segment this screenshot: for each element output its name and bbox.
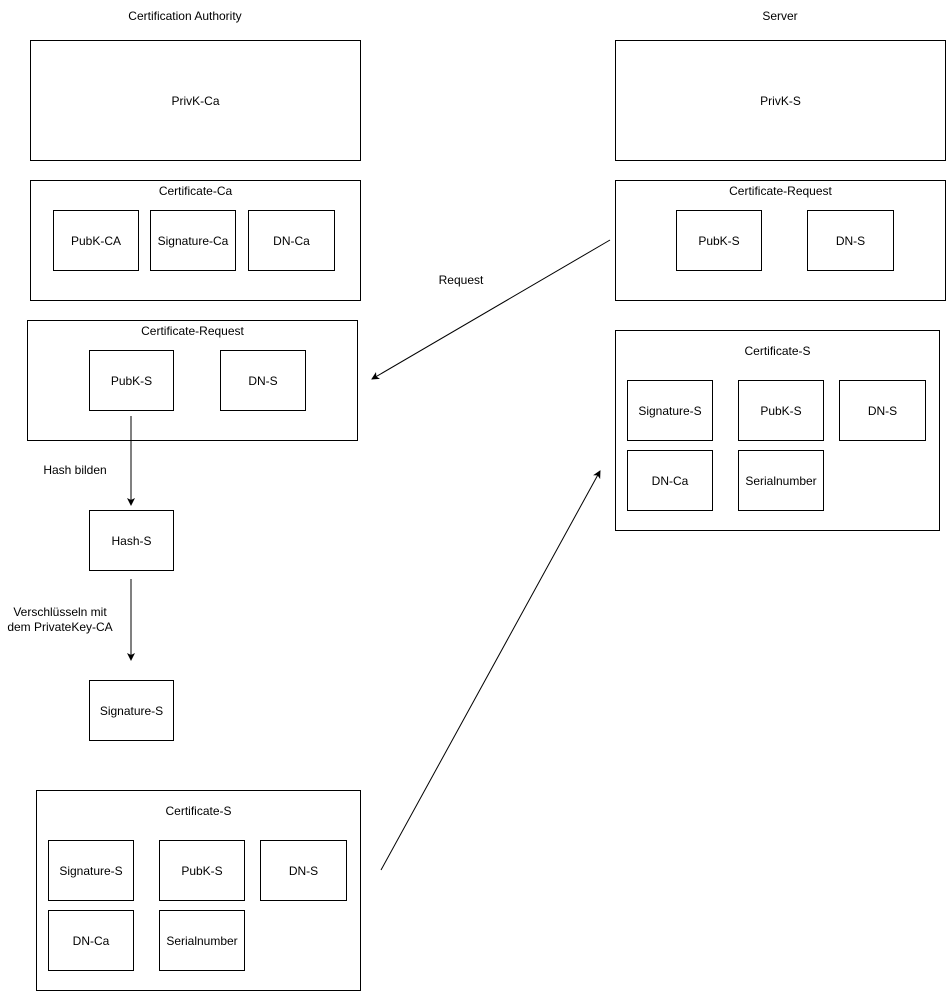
encrypt-step-label-line2: dem PrivateKey-CA [7,620,113,634]
server-certificate-request-box: Certificate-Request PubK-S DN-S [615,180,946,301]
server-request-pubk-box: PubK-S [676,210,762,271]
server-cert-s-signature-box: Signature-S [627,380,713,441]
request-arrow-label: Request [438,273,484,287]
ca-private-key-label: PrivK-Ca [171,93,220,108]
signature-label: Signature-S [99,703,164,718]
ca-dn-box: DN-Ca [248,210,335,271]
server-private-key-box: PrivK-S [615,40,946,161]
ca-cert-s-serial-box: Serialnumber [159,910,245,971]
server-cert-s-pubk-box: PubK-S [738,380,824,441]
ca-pubk-box: PubK-CA [53,210,139,271]
ca-cert-s-signature-box: Signature-S [48,840,134,901]
ca-signature-box: Signature-Ca [150,210,236,271]
ca-column-title: Certification Authority [128,9,242,23]
hash-step-label: Hash bilden [43,463,107,477]
request-arrow [371,239,611,380]
encrypt-step-label-line1: Verschlüsseln mit [13,605,107,619]
ca-certificate-box: Certificate-Ca PubK-CA Signature-Ca DN-C… [30,180,361,301]
server-certificate-s-title: Certificate-S [744,344,811,358]
hash-box: Hash-S [89,510,174,571]
ca-certificate-s-title: Certificate-S [165,804,232,818]
server-private-key-label: PrivK-S [760,93,801,108]
ca-certificate-s-box: Certificate-S Signature-S PubK-S DN-S DN… [36,790,361,991]
ca-certificate-request-box: Certificate-Request PubK-S DN-S [27,320,358,441]
ca-cert-s-pubk-box: PubK-S [159,840,245,901]
ca-request-pubk-box: PubK-S [89,350,174,411]
ca-request-dn-box: DN-S [220,350,306,411]
ca-certificate-title: Certificate-Ca [158,184,233,198]
server-certificate-s-box: Certificate-S Signature-S PubK-S DN-S DN… [615,330,940,531]
server-column-title: Server [762,9,798,23]
server-cert-s-dn-ca-box: DN-Ca [627,450,713,511]
hash-label: Hash-S [111,533,152,548]
signature-box: Signature-S [89,680,174,741]
server-certificate-request-title: Certificate-Request [729,184,832,198]
server-request-dn-box: DN-S [807,210,894,271]
issue-certificate-arrow [380,470,601,871]
ca-cert-s-dn-box: DN-S [260,840,347,901]
server-cert-s-serial-box: Serialnumber [738,450,824,511]
server-cert-s-dn-box: DN-S [839,380,926,441]
ca-private-key-box: PrivK-Ca [30,40,361,161]
ca-cert-s-dn-ca-box: DN-Ca [48,910,134,971]
ca-certificate-request-title: Certificate-Request [141,324,244,338]
